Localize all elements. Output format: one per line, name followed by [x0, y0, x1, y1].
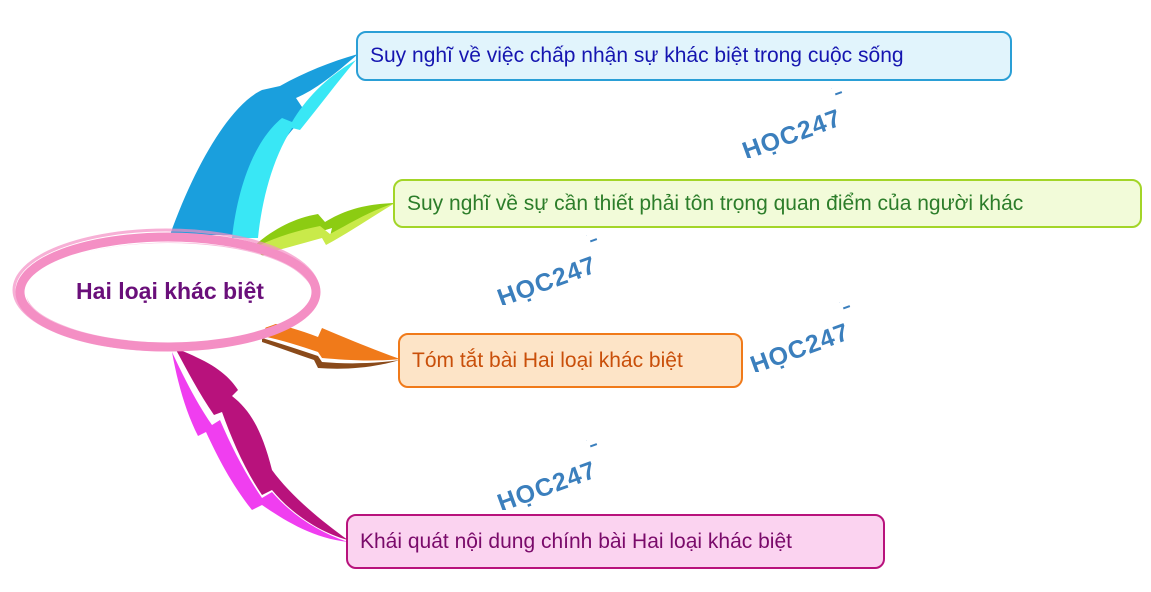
branch-node-1[interactable]: Suy nghĩ về việc chấp nhận sự khác biệt … [356, 31, 1012, 81]
watermark-logo: HỌC247 [485, 440, 615, 510]
branch-connector-1-highlight [232, 60, 356, 238]
watermark-logo: HỌC247 [485, 235, 615, 305]
watermark-logo: HỌC247 [730, 88, 860, 158]
branch-node-2[interactable]: Suy nghĩ về sự cần thiết phải tôn trọng … [393, 179, 1142, 228]
watermark-text: HỌC247 [494, 251, 601, 305]
center-node-fill [26, 243, 310, 341]
center-node-label: Hai loại khác biệt [76, 277, 264, 304]
branch-connector-3 [262, 322, 400, 361]
watermark-text: HỌC247 [747, 318, 854, 372]
watermark-text: HỌC247 [739, 104, 846, 158]
watermark-logo: HỌC247 [738, 302, 868, 372]
branch-node-4[interactable]: Khái quát nội dung chính bài Hai loại kh… [346, 514, 885, 569]
branch-connector-2-highlight [258, 203, 395, 254]
branch-connector-4 [175, 348, 348, 540]
branch-connector-4-highlight [172, 352, 348, 542]
branch-node-3[interactable]: Tóm tắt bài Hai loại khác biệt [398, 333, 743, 388]
watermark-text: HỌC247 [494, 456, 601, 510]
